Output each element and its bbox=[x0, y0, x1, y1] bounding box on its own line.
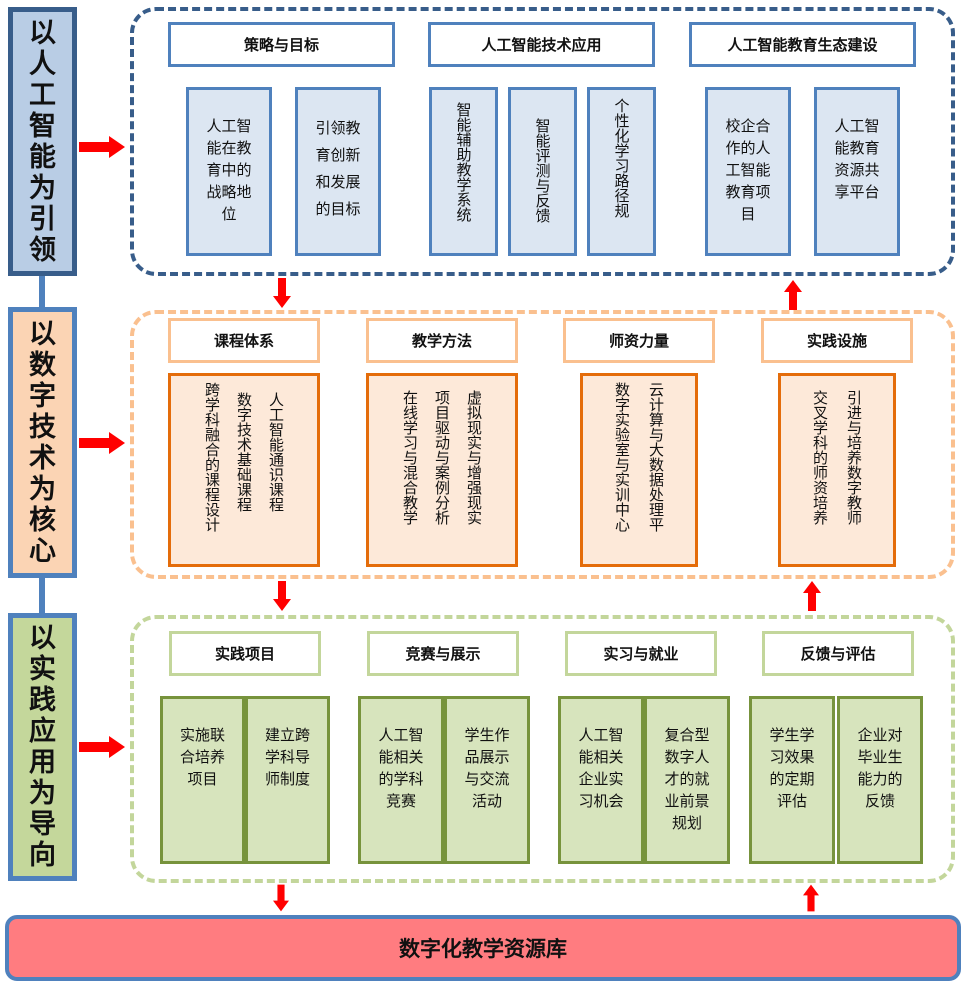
pillar-char: 工 bbox=[29, 79, 56, 111]
group-header-teaching-methods: 教学方法 bbox=[366, 318, 518, 363]
pillar-char: 智 bbox=[29, 110, 56, 142]
group-header-competitions: 竞赛与展示 bbox=[367, 631, 519, 676]
pillar-digital-core: 以数字技术为核心 bbox=[8, 307, 77, 578]
item-text: 实施联合培养项目 bbox=[179, 726, 225, 788]
item-text: 引领教育创新和发展的目标 bbox=[315, 119, 361, 218]
pillar-connector-1-2 bbox=[39, 276, 45, 307]
item-text: 交叉学科的师资培养 bbox=[811, 390, 829, 525]
item-text: 人工智能相关的学科竞赛 bbox=[378, 726, 424, 810]
item-text: 云计算与大数据处理平 bbox=[647, 382, 665, 532]
pillar-char: 以 bbox=[29, 623, 56, 654]
item-box: 智能辅助教学系统 bbox=[429, 87, 498, 256]
item-box: 人工智能相关的学科竞赛 bbox=[358, 696, 444, 864]
item-box: 复合型数字人才的就业前景规划 bbox=[644, 696, 730, 864]
item-box: 企业对毕业生能力的反馈 bbox=[837, 696, 923, 864]
arrow-up-icon bbox=[803, 884, 819, 912]
group-header-ai-tech: 人工智能技术应用 bbox=[428, 22, 655, 67]
arrow-down-icon bbox=[273, 581, 291, 611]
item-box: 人工智能教育资源共享平台 bbox=[814, 87, 900, 256]
band-digital-core bbox=[130, 310, 955, 579]
group-header-strategy: 策略与目标 bbox=[168, 22, 395, 67]
pillar-practice-oriented: 以实践应用为导向 bbox=[8, 613, 77, 881]
arrow-right-icon bbox=[79, 136, 125, 158]
item-box: 建立跨学科导师制度 bbox=[245, 696, 330, 864]
item-text: 在线学习与混合教学 bbox=[401, 390, 419, 525]
item-text: 项目驱动与案例分析 bbox=[433, 390, 451, 525]
group-header-ai-ecosystem: 人工智能教育生态建设 bbox=[689, 22, 916, 67]
item-box: 校企合作的人工智能教育项目 bbox=[705, 87, 791, 256]
arrow-up-icon bbox=[784, 280, 802, 310]
pillar-char: 技 bbox=[29, 411, 56, 443]
pillar-connector-2-3 bbox=[39, 578, 45, 613]
item-text: 虚拟现实与增强现实 bbox=[465, 390, 483, 525]
item-text: 企业对毕业生能力的反馈 bbox=[857, 726, 903, 810]
arrow-right-icon bbox=[79, 736, 125, 758]
item-text: 人工智能教育资源共享平台 bbox=[834, 117, 880, 201]
item-text: 智能评测与反馈 bbox=[533, 118, 552, 223]
pillar-char: 人 bbox=[29, 48, 56, 80]
pillar-char: 心 bbox=[29, 535, 56, 567]
item-text: 建立跨学科导师制度 bbox=[264, 726, 310, 788]
pillar-char: 以 bbox=[29, 318, 56, 350]
resource-library-label: 数字化教学资源库 bbox=[399, 937, 567, 961]
pillar-char: 应 bbox=[29, 716, 56, 747]
item-box: 人工智能通识课程 数字技术基础课程 跨学科融合的课程设计 bbox=[168, 373, 320, 567]
band-practice-oriented bbox=[130, 615, 955, 883]
item-box: 虚拟现实与增强现实 项目驱动与案例分析 在线学习与混合教学 bbox=[366, 373, 518, 567]
pillar-char: 实 bbox=[29, 654, 56, 685]
pillar-char: 以 bbox=[29, 17, 56, 49]
item-text: 校企合作的人工智能教育项目 bbox=[725, 117, 771, 223]
group-header-facilities: 实践设施 bbox=[761, 318, 913, 363]
item-text: 数字实验室与实训中心 bbox=[613, 382, 631, 532]
item-text: 学生作品展示与交流活动 bbox=[464, 726, 510, 810]
digital-resource-library: 数字化教学资源库 bbox=[5, 915, 961, 981]
group-header-feedback: 反馈与评估 bbox=[762, 631, 914, 676]
item-text: 引进与培养数字教师 bbox=[845, 390, 863, 525]
item-box: 人工智能在教育中的战略地位 bbox=[186, 87, 272, 256]
pillar-char: 用 bbox=[29, 747, 56, 778]
item-box: 智能评测与反馈 bbox=[508, 87, 577, 256]
item-text: 人工智能通识课程 bbox=[267, 392, 285, 512]
band-ai-leading bbox=[130, 7, 955, 276]
item-box: 个性化学习路径规 bbox=[587, 87, 656, 256]
pillar-char: 引 bbox=[29, 203, 56, 235]
item-text: 人工智能相关企业实习机会 bbox=[578, 726, 624, 810]
group-header-internship: 实习与就业 bbox=[565, 631, 717, 676]
item-box: 实施联合培养项目 bbox=[160, 696, 245, 864]
arrow-up-icon bbox=[803, 581, 821, 611]
group-header-curriculum: 课程体系 bbox=[168, 318, 320, 363]
pillar-char: 数 bbox=[29, 349, 56, 381]
item-box: 引进与培养数字教师 交叉学科的师资培养 bbox=[778, 373, 896, 567]
pillar-char: 导 bbox=[29, 809, 56, 840]
item-text: 个性化学习路径规 bbox=[612, 98, 631, 218]
pillar-char: 为 bbox=[29, 778, 56, 809]
pillar-char: 领 bbox=[29, 234, 56, 266]
pillar-ai-leading: 以人工智能为引领 bbox=[8, 7, 77, 276]
item-text: 跨学科融合的课程设计 bbox=[203, 382, 221, 532]
pillar-char: 为 bbox=[29, 172, 56, 204]
item-box: 云计算与大数据处理平 数字实验室与实训中心 bbox=[580, 373, 698, 567]
arrow-down-icon bbox=[273, 884, 289, 912]
item-box: 学生学习效果的定期评估 bbox=[749, 696, 835, 864]
group-header-faculty: 师资力量 bbox=[563, 318, 715, 363]
item-text: 数字技术基础课程 bbox=[235, 392, 253, 512]
arrow-down-icon bbox=[273, 278, 291, 308]
item-text: 学生学习效果的定期评估 bbox=[769, 726, 815, 810]
pillar-char: 向 bbox=[29, 840, 56, 871]
item-text: 智能辅助教学系统 bbox=[454, 102, 473, 222]
item-box: 引领教育创新和发展的目标 bbox=[295, 87, 381, 256]
pillar-char: 能 bbox=[29, 141, 56, 173]
pillar-char: 核 bbox=[29, 504, 56, 536]
item-box: 学生作品展示与交流活动 bbox=[444, 696, 530, 864]
pillar-char: 为 bbox=[29, 473, 56, 505]
item-text: 复合型数字人才的就业前景规划 bbox=[664, 726, 710, 832]
item-box: 人工智能相关企业实习机会 bbox=[558, 696, 644, 864]
pillar-char: 术 bbox=[29, 442, 56, 474]
pillar-char: 践 bbox=[29, 685, 56, 716]
arrow-right-icon bbox=[79, 432, 125, 454]
group-header-practice-projects: 实践项目 bbox=[169, 631, 321, 676]
item-text: 人工智能在教育中的战略地位 bbox=[206, 117, 252, 223]
pillar-char: 字 bbox=[29, 380, 56, 412]
